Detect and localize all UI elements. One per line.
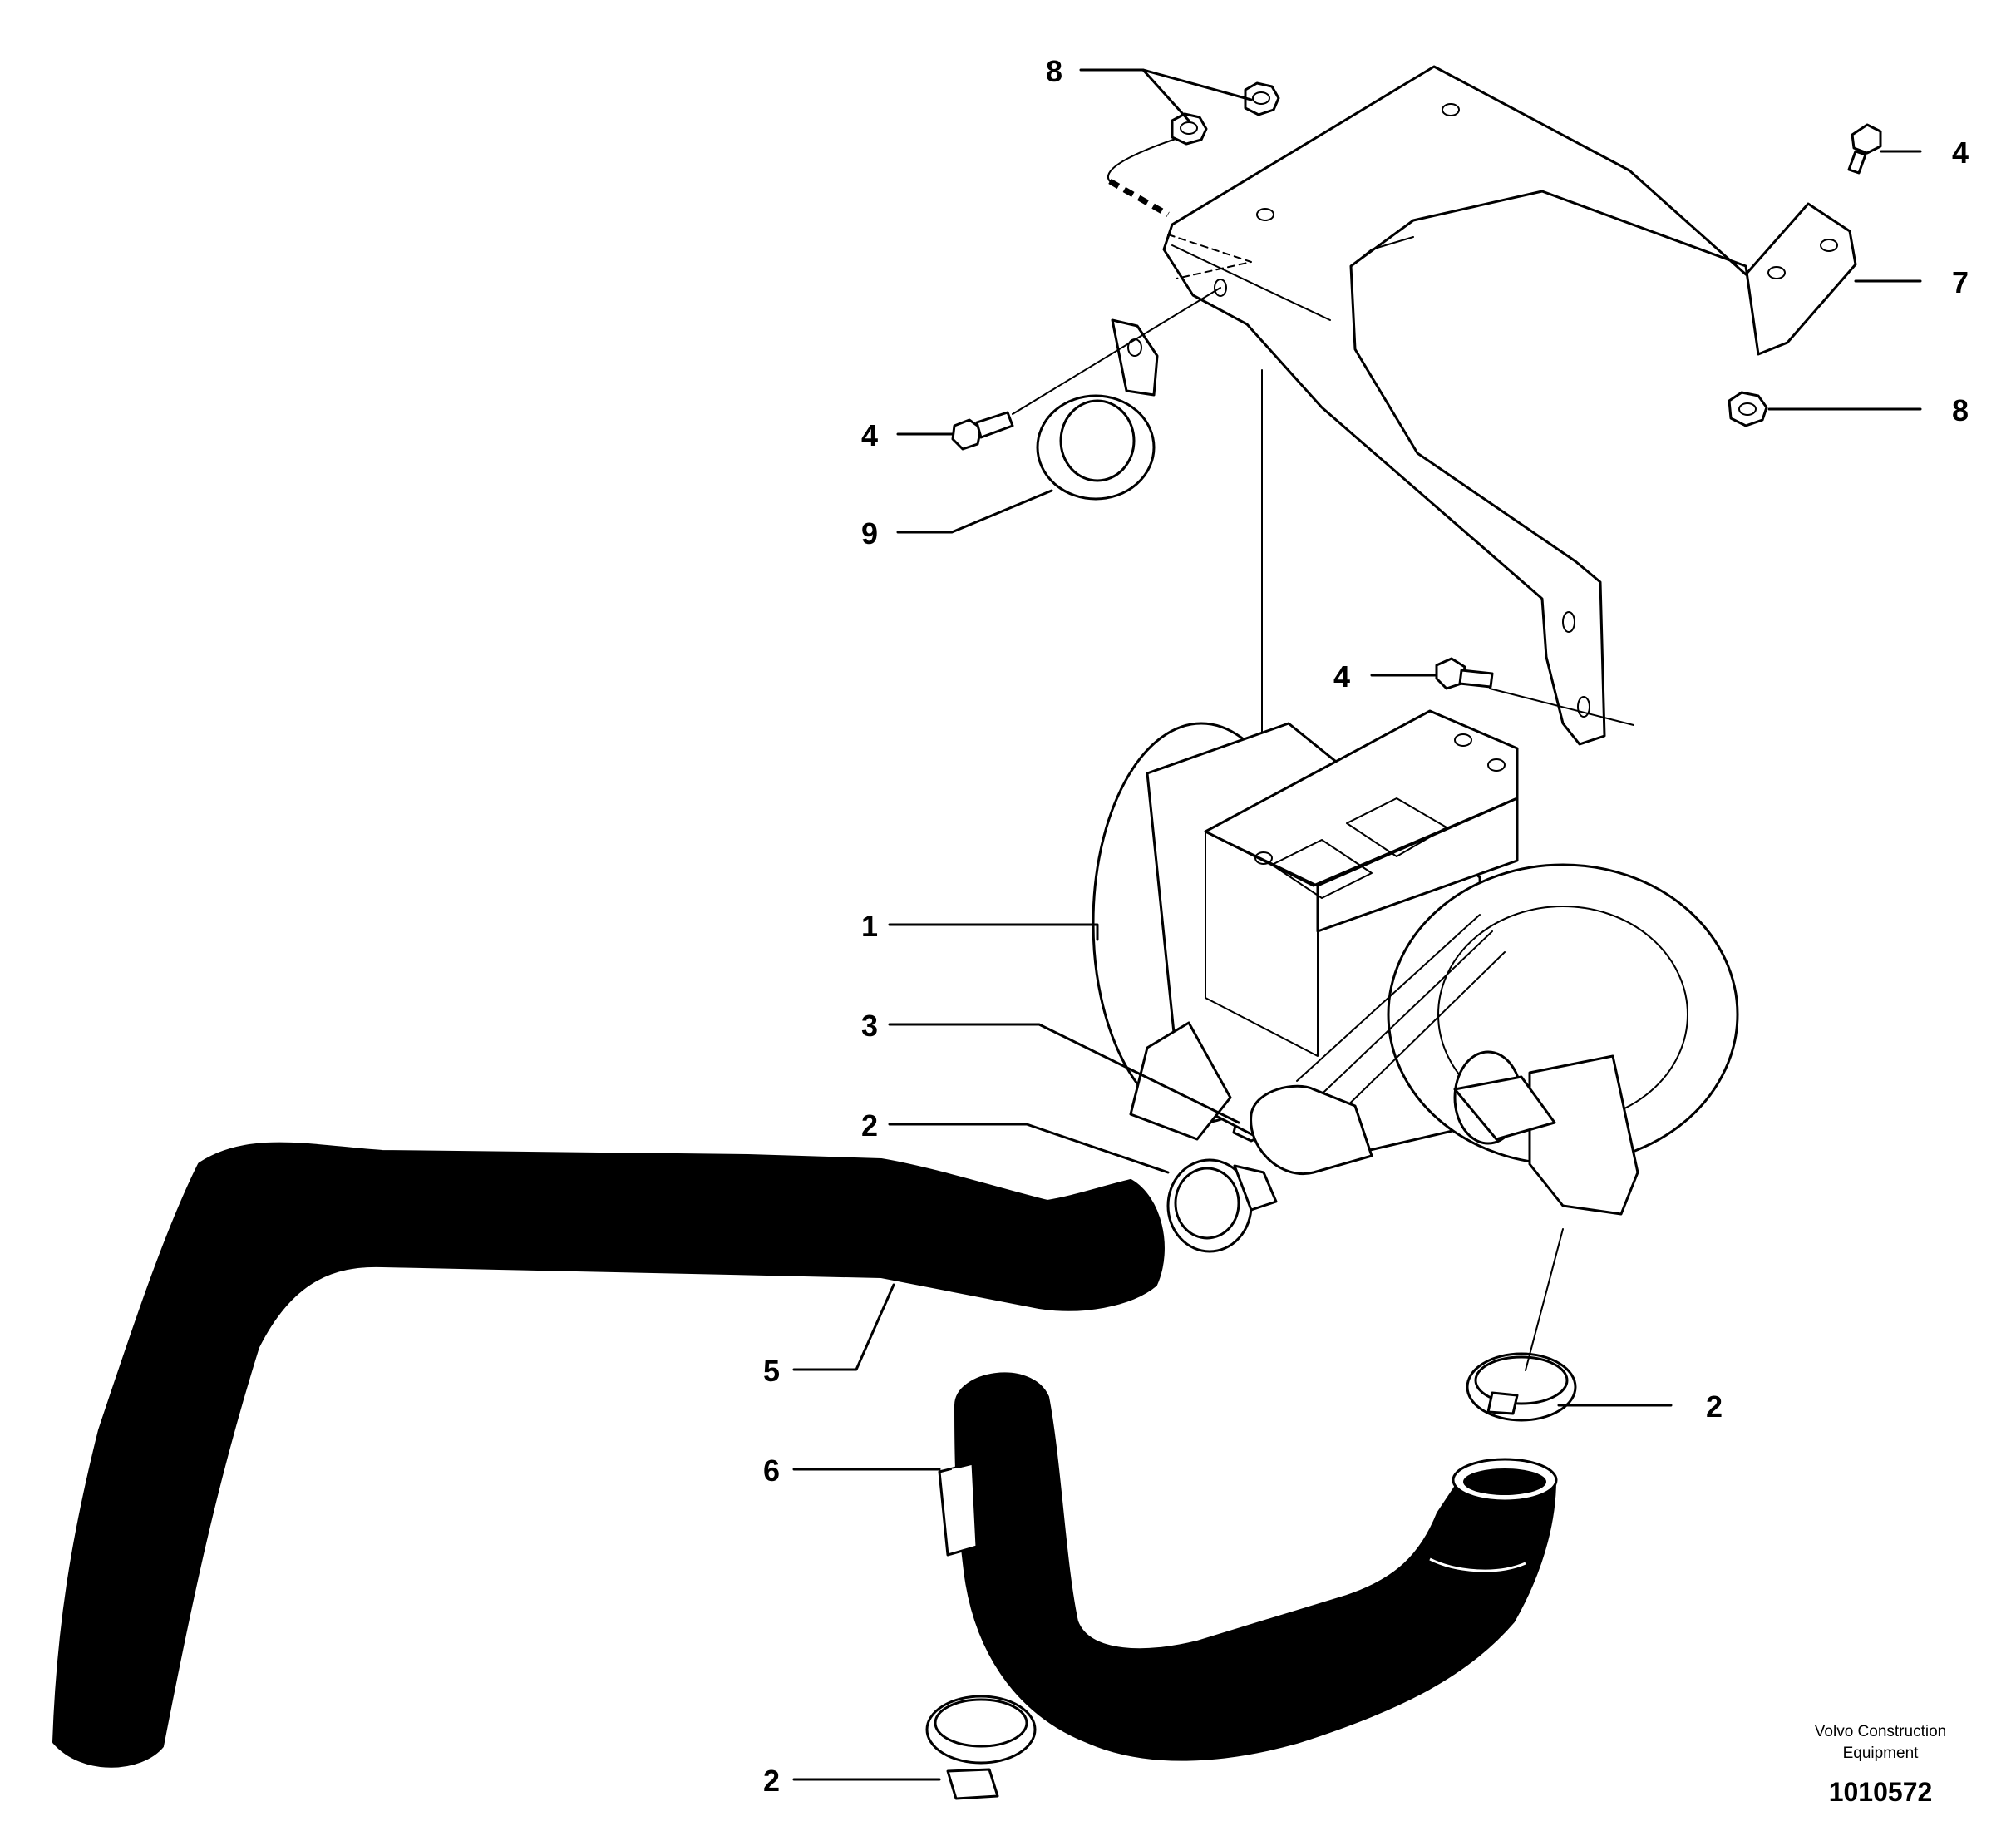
brand-line-2: Equipment [1843,1745,1920,1762]
callout-6: 6 [763,1454,780,1488]
hose-clamp-upper [1166,1158,1278,1253]
air-cleaner [1092,709,1739,1216]
p-clamp [1036,318,1159,501]
callout-2-right: 2 [1706,1389,1723,1424]
callout-1: 1 [861,909,878,943]
callout-8-right: 8 [1952,393,1969,427]
mounting-bracket [1162,65,1857,746]
callout-2-upper: 2 [861,1108,878,1143]
flange-nut-top-right [1244,81,1280,116]
alignment-line-clamp-right [1525,1228,1564,1371]
callout-numbers: 8 4 7 8 4 9 4 1 3 2 5 2 6 2 [763,54,1969,1798]
callout-8-top: 8 [1046,54,1062,88]
hose-clamp-bottom [925,1695,1037,1800]
callout-7: 7 [1952,265,1969,299]
bolt-left [951,411,1014,451]
alignment-line-bracket [1489,688,1634,726]
leader-curve [1107,136,1181,182]
document-number: 1010572 [1829,1777,1933,1807]
alignment-line-clamp [1012,287,1221,415]
callout-9: 9 [861,516,878,550]
flange-nut-right [1728,391,1768,427]
leader-dashed-thick [1108,178,1170,218]
flange-nut-top-left [1171,112,1208,146]
callout-leaders [792,68,1922,1781]
callout-2-bottom: 2 [763,1764,780,1798]
brand-line-1: Volvo Construction [1815,1723,1946,1740]
hidden-edge-dashed [1167,234,1252,279]
bolt-middle [1435,657,1494,690]
callout-3: 3 [861,1009,878,1043]
callout-5: 5 [763,1354,780,1388]
hose-long [52,1142,1165,1768]
hose-clamp-right [1466,1352,1577,1422]
bolt-top-right [1847,123,1882,175]
callout-4-left: 4 [861,418,878,452]
callout-4-top-right: 4 [1952,136,1969,170]
hose-curved [938,1372,1558,1761]
callout-4-middle: 4 [1333,659,1350,693]
